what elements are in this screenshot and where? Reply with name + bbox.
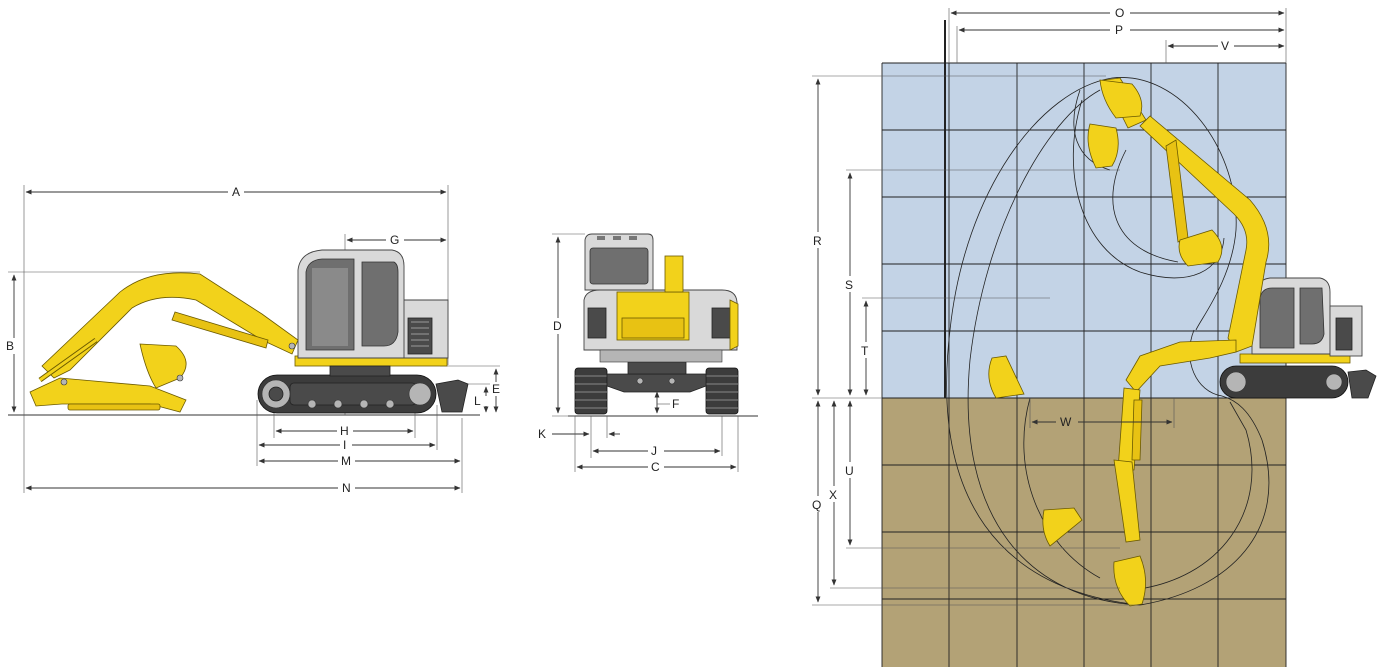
dimension-d: D <box>552 233 585 417</box>
dimension-j: J <box>592 416 723 458</box>
range-grid <box>881 62 1287 667</box>
label-b: B <box>6 339 14 353</box>
dimension-e: E <box>440 365 500 413</box>
label-c: C <box>651 460 660 474</box>
excavator-side-illustration <box>29 249 469 414</box>
excavator-range-illustration <box>988 77 1377 607</box>
dimension-x: X <box>829 400 1120 589</box>
dimension-m: M <box>258 418 463 493</box>
label-l: L <box>474 394 481 408</box>
label-w: W <box>1060 415 1072 429</box>
label-u: U <box>845 464 854 478</box>
label-v: V <box>1221 39 1229 53</box>
dimension-b: B <box>6 271 200 413</box>
label-h: H <box>340 424 349 438</box>
dimension-o: O <box>948 6 1287 63</box>
working-range-view: O P V R S <box>812 6 1377 667</box>
dimension-s: S <box>845 169 1120 396</box>
dimension-i: I <box>256 400 438 466</box>
dimension-k: K <box>538 416 620 458</box>
front-view: D F K J C <box>538 233 758 474</box>
label-m: M <box>341 454 351 468</box>
label-f: F <box>672 397 679 411</box>
dimension-t: T <box>861 297 1050 396</box>
reach-envelope <box>946 77 1270 606</box>
dimension-p: P <box>956 23 1285 63</box>
excavator-front-illustration <box>574 233 739 415</box>
side-view: A G B E L <box>6 185 500 495</box>
label-x: X <box>829 488 837 502</box>
dimension-q: Q <box>812 400 1140 606</box>
dimension-r: R <box>812 75 1106 399</box>
label-r: R <box>813 234 822 248</box>
dimension-n: N <box>23 405 461 495</box>
dimension-w: W <box>1029 398 1175 429</box>
dimension-c: C <box>574 416 739 474</box>
label-k: K <box>538 427 546 441</box>
label-a: A <box>232 185 240 199</box>
dimension-a: A <box>23 185 449 405</box>
dimension-f: F <box>654 391 679 414</box>
label-i: I <box>343 438 346 452</box>
label-e: E <box>492 382 500 396</box>
dimension-v: V <box>1165 39 1285 63</box>
label-d: D <box>553 319 562 333</box>
label-q: Q <box>812 498 821 512</box>
label-o: O <box>1115 6 1124 20</box>
label-j: J <box>651 444 657 458</box>
label-n: N <box>342 481 351 495</box>
label-s: S <box>845 278 853 292</box>
label-p: P <box>1115 23 1123 37</box>
label-t: T <box>861 344 869 358</box>
dimension-u: U <box>845 400 1120 549</box>
label-g: G <box>390 233 399 247</box>
